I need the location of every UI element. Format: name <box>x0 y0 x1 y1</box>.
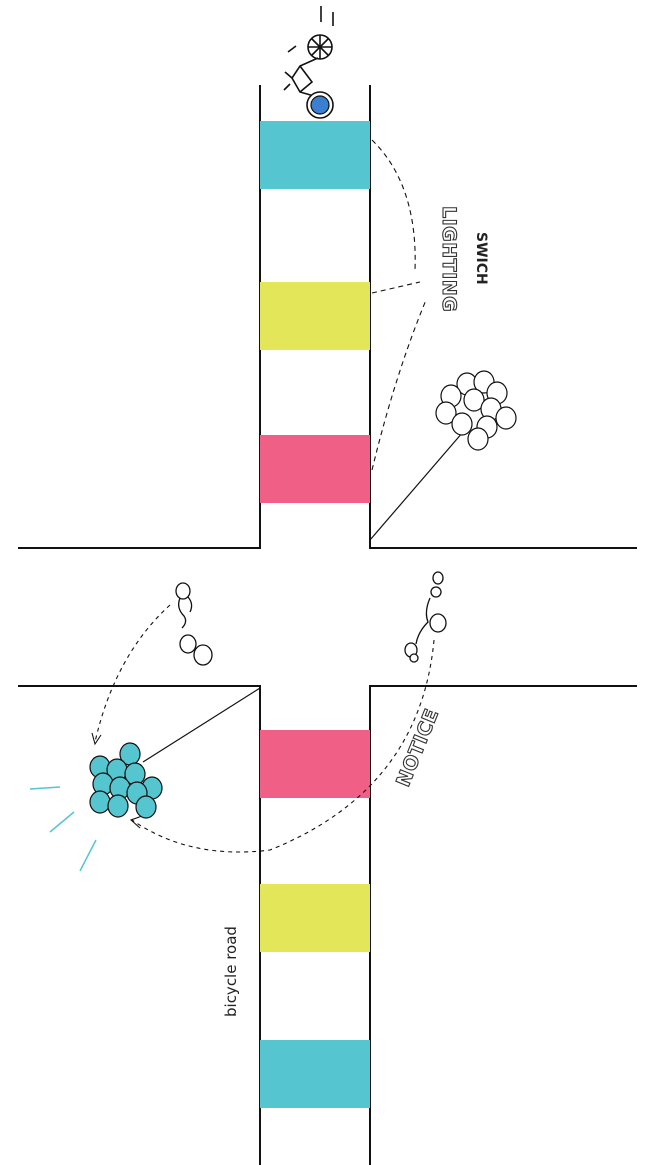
light-panel-pink-bottom <box>260 730 370 798</box>
road-edges <box>18 85 637 1165</box>
switch-label: SWICH <box>473 232 489 285</box>
bicycle-icon <box>283 6 334 119</box>
tree-stem-upper <box>369 431 464 541</box>
person-icon <box>175 582 213 666</box>
light-panel-yellow-top <box>260 282 370 350</box>
glow-rays <box>29 786 97 872</box>
notice-arrow-left <box>91 604 171 746</box>
tree-icon-highlighted <box>89 742 163 819</box>
lighting-label: LIGHTING <box>438 206 460 312</box>
tree-icon <box>435 370 517 451</box>
tree-stem-lower <box>142 687 261 763</box>
person-icon-2 <box>404 571 447 663</box>
lighting-switch-leaders <box>371 139 427 471</box>
notice-arrow-right <box>129 639 435 853</box>
light-panel-cyan-bottom <box>260 1040 370 1108</box>
light-panel-yellow-bottom <box>260 884 370 952</box>
light-panel-pink-top <box>260 435 370 503</box>
bicycle-road-label: bicycle road <box>222 926 240 1017</box>
light-panel-cyan-top <box>260 121 370 189</box>
